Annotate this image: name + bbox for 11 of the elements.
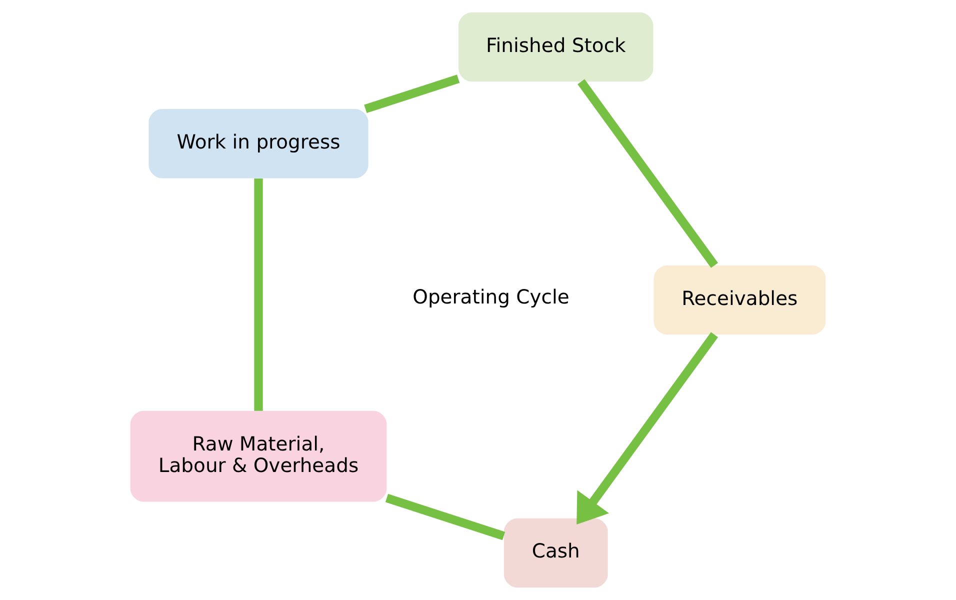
connector: [578, 79, 718, 268]
arrow: [576, 332, 718, 524]
node-box: Finished Stock: [458, 12, 654, 82]
node-box: Receivables: [654, 265, 826, 335]
connector: [254, 178, 263, 411]
node-box: Raw Material, Labour & Overheads: [130, 410, 387, 502]
connector: [385, 494, 506, 540]
label: Operating Cycle: [412, 286, 570, 309]
node-box: Cash: [504, 518, 608, 588]
node-box: Work in progress: [148, 109, 368, 178]
connector: [364, 74, 460, 114]
